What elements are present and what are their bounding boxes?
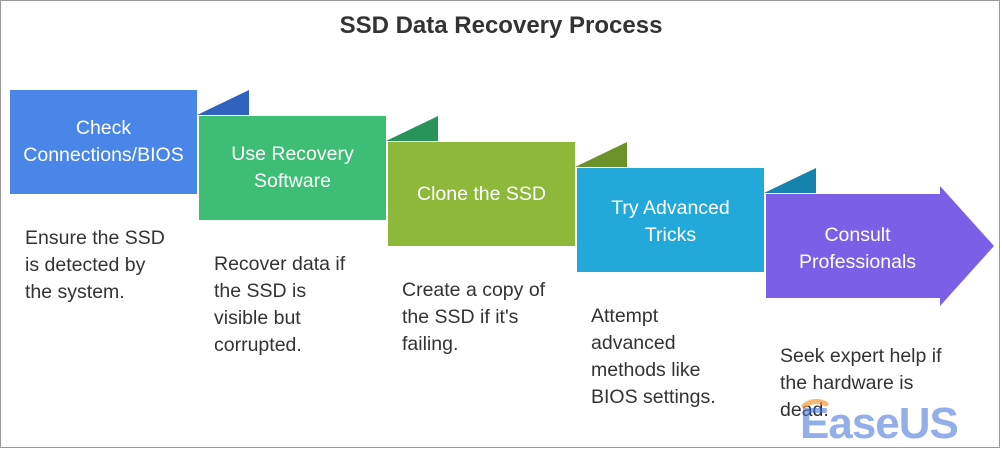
step-4-label-line1: Try Advanced xyxy=(611,197,730,219)
step-3-description-line: Create a copy of xyxy=(402,279,546,301)
step-3-fold xyxy=(575,142,627,167)
step-2-fold xyxy=(386,116,438,141)
step-4-description-line: advanced xyxy=(591,332,676,354)
step-5-description: Seek expert help if the hardware is dead… xyxy=(780,343,942,424)
step-5-label: Consult Professionals xyxy=(770,222,945,276)
step-4-label-line2: Tricks xyxy=(644,224,697,246)
step-4-description-line: BIOS settings. xyxy=(591,386,716,408)
step-5-arrow xyxy=(766,186,994,306)
step-5-description-line: the hardware is xyxy=(780,372,914,394)
diagram-title: SSD Data Recovery Process xyxy=(339,12,663,39)
step-2-block xyxy=(199,116,386,220)
step-3-label-line1: Clone the SSD xyxy=(417,183,546,205)
step-4-description: Attempt advanced methods like BIOS setti… xyxy=(591,303,716,411)
step-3-description-line: the SSD if it's xyxy=(402,306,519,328)
step-2-description-line: Recover data if xyxy=(214,253,346,275)
step-1-description-line: Ensure the SSD xyxy=(25,227,165,249)
svg-text:EaseUS: EaseUS xyxy=(800,399,958,448)
step-2-description-line: corrupted. xyxy=(214,334,302,356)
step-2-label-line1: Use Recovery xyxy=(231,143,354,165)
step-1-description-line: the system. xyxy=(25,281,125,303)
step-2-description: Recover data if the SSD is visible but c… xyxy=(214,251,345,359)
step-4-description-line: methods like xyxy=(591,359,701,381)
step-3-label: Clone the SSD xyxy=(388,181,575,208)
step-1-description: Ensure the SSD is detected by the system… xyxy=(25,225,165,306)
step-1-label: Check Connections/BIOS xyxy=(10,115,197,169)
step-5-description-line: Seek expert help if xyxy=(780,345,942,367)
step-4-description-line: Attempt xyxy=(591,305,659,327)
step-2-description-line: the SSD is xyxy=(214,280,307,302)
step-1-block xyxy=(10,90,197,194)
step-5-description-line: dead. xyxy=(780,399,829,421)
step-1-label-line1: Check xyxy=(75,117,132,139)
step-5-label-line2: Professionals xyxy=(798,251,917,273)
step-1-description-line: is detected by xyxy=(25,254,146,276)
step-2-label-line2: Software xyxy=(254,170,331,192)
step-1-fold xyxy=(197,90,249,115)
step-2-label: Use Recovery Software xyxy=(199,141,386,195)
step-1-label-line2: Connections/BIOS xyxy=(23,144,184,166)
easeus-watermark-logo: EaseUS xyxy=(800,398,959,448)
step-4-block xyxy=(577,168,764,272)
step-2-description-line: visible but xyxy=(214,307,301,329)
step-3-description-line: failing. xyxy=(402,333,459,355)
step-3-block xyxy=(388,142,575,246)
step-4-fold xyxy=(764,168,816,193)
step-4-label: Try Advanced Tricks xyxy=(577,195,764,249)
step-5-label-line1: Consult xyxy=(824,224,891,246)
step-3-description: Create a copy of the SSD if it's failing… xyxy=(402,277,545,358)
